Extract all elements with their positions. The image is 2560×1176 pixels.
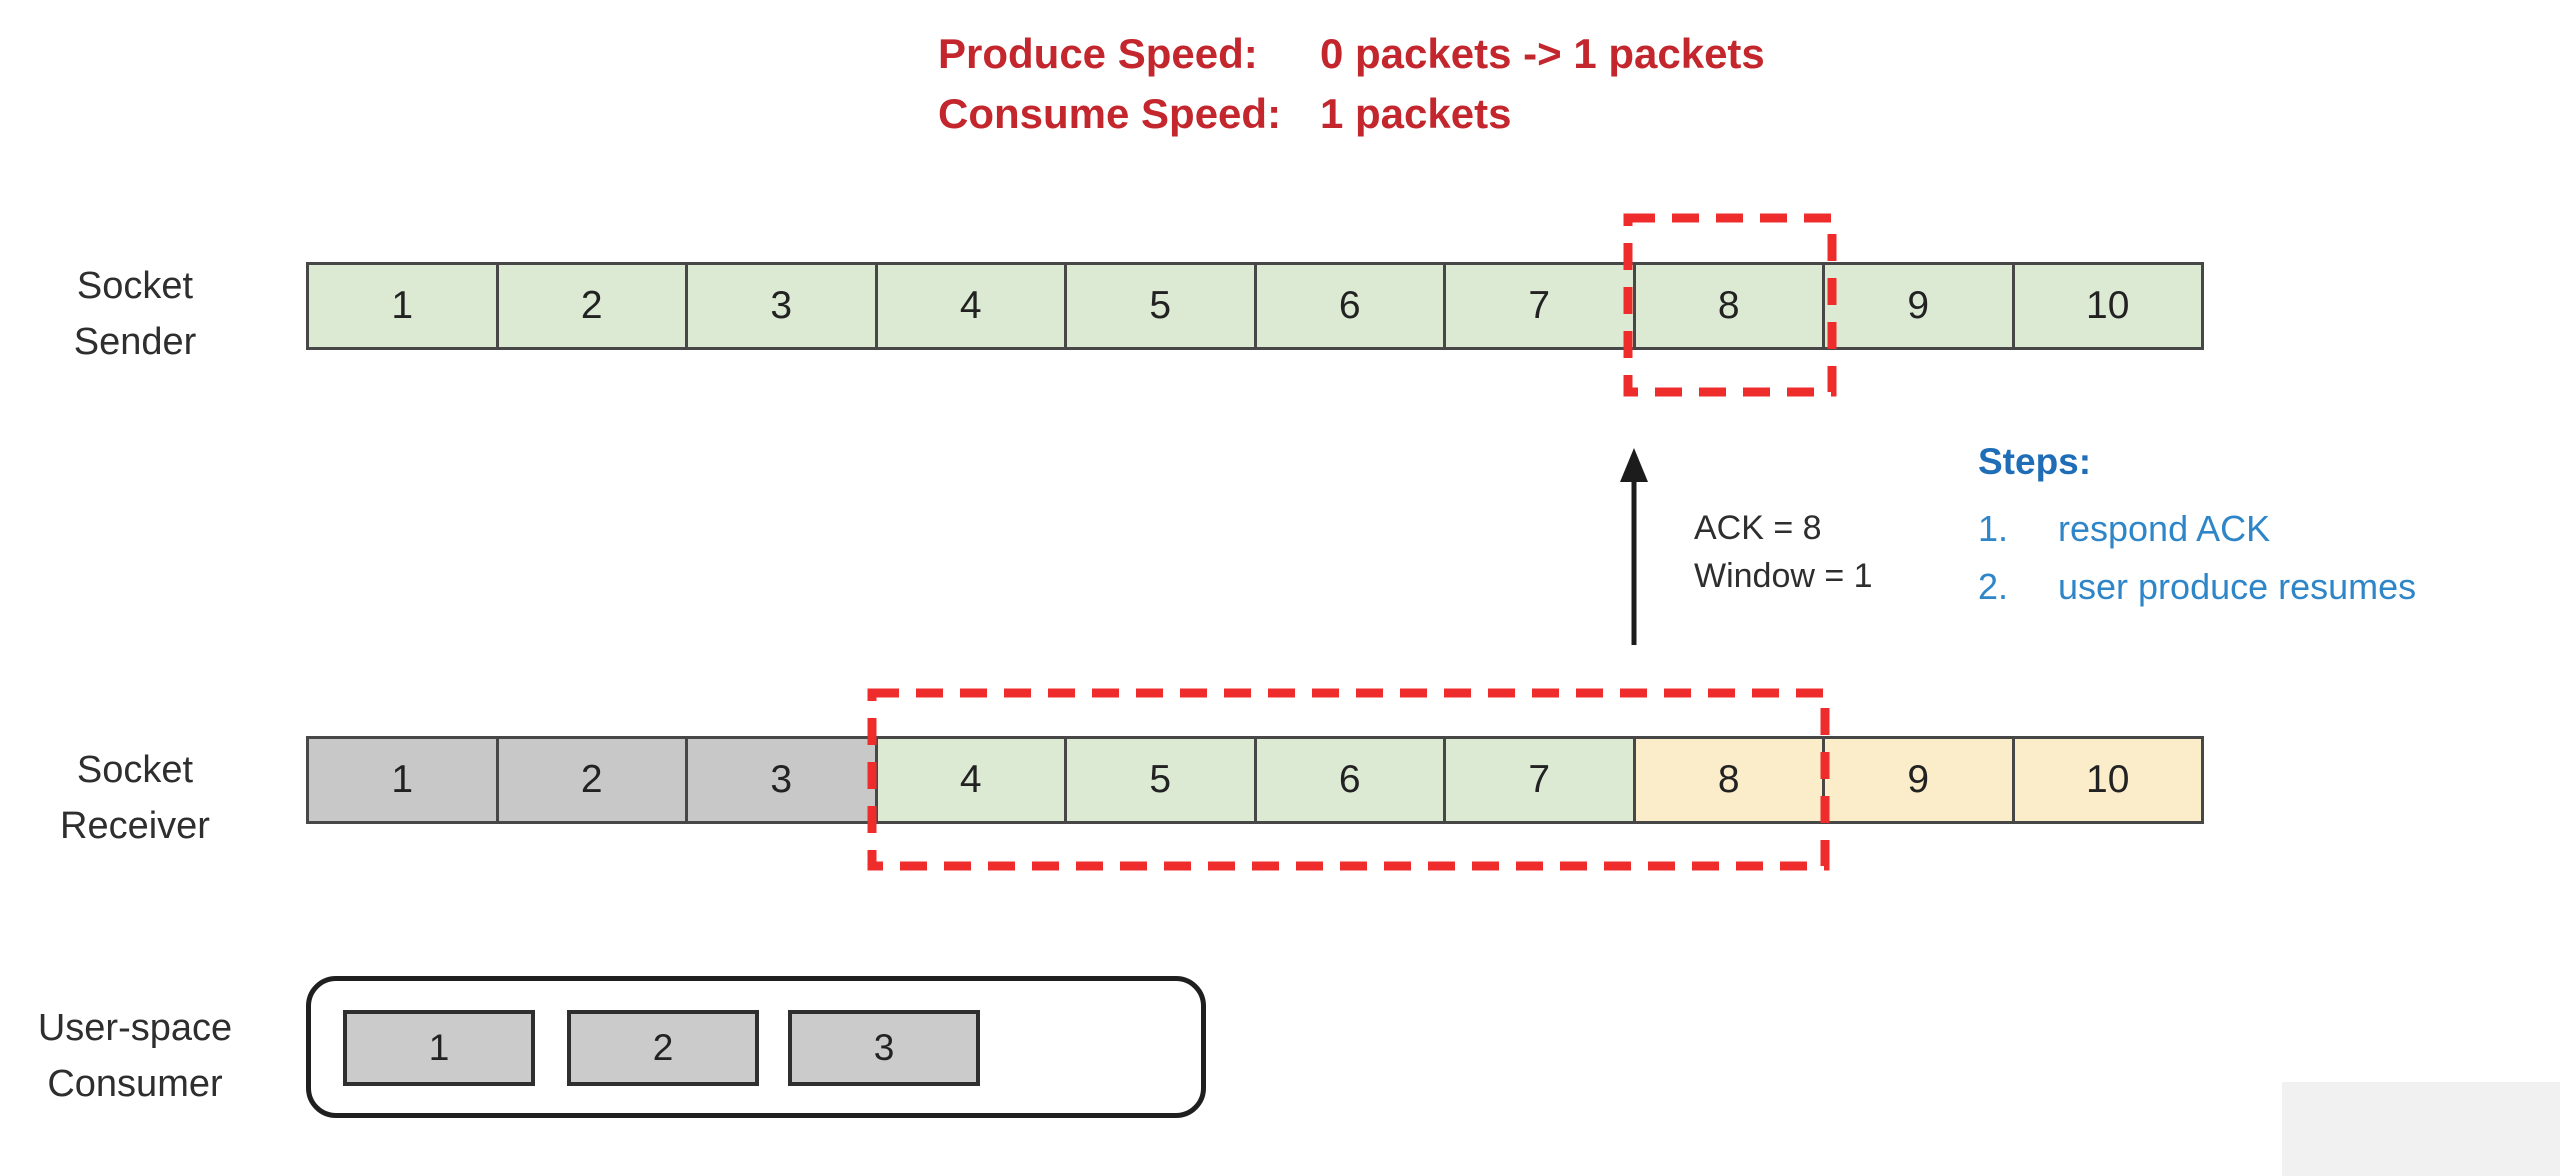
consumer-cell-3: 3 xyxy=(788,1010,980,1086)
buffer-cell-10: 10 xyxy=(2014,265,2201,347)
consumer-cell-1: 1 xyxy=(343,1010,535,1086)
buffer-cell-7: 7 xyxy=(1446,265,1636,347)
consume-speed-value: 1 packets xyxy=(1320,90,1512,137)
steps-item-1-number: 1. xyxy=(1978,508,2009,549)
socket-receiver-label-line1: Socket xyxy=(76,749,194,791)
corner-shade xyxy=(2282,1082,2560,1176)
ack-arrow-icon xyxy=(1620,448,1648,645)
buffer-cell-5: 5 xyxy=(1067,265,1257,347)
consumer-cell-2: 2 xyxy=(567,1010,759,1086)
consume-speed-row: Consume Speed: 1 packets xyxy=(938,84,1765,144)
produce-speed-row: Produce Speed: 0 packets -> 1 packets xyxy=(938,24,1765,84)
buffer-cell-4: 4 xyxy=(877,739,1067,821)
socket-receiver-label-line2: Receiver xyxy=(60,805,210,847)
steps-heading: Steps: xyxy=(1978,441,2092,482)
steps-block: Steps: 1. respond ACK 2. user produce re… xyxy=(1978,440,2416,616)
speed-annotation: Produce Speed: 0 packets -> 1 packets Co… xyxy=(938,24,1765,144)
buffer-cell-1: 1 xyxy=(309,265,499,347)
buffer-cell-6: 6 xyxy=(1256,739,1446,821)
steps-item-1: 1. respond ACK xyxy=(1978,500,2416,558)
buffer-cell-5: 5 xyxy=(1067,739,1257,821)
socket-receiver-label: Socket Receiver xyxy=(14,742,256,854)
buffer-cell-2: 2 xyxy=(498,739,688,821)
buffer-cell-2: 2 xyxy=(498,265,688,347)
user-space-consumer-label: User-space Consumer xyxy=(14,1000,256,1112)
socket-sender-label-line1: Socket xyxy=(76,265,194,307)
buffer-cell-8: 8 xyxy=(1635,739,1825,821)
buffer-cell-6: 6 xyxy=(1256,265,1446,347)
socket-sender-label-line2: Sender xyxy=(73,321,197,363)
ack-value: ACK = 8 xyxy=(1694,509,1822,547)
ack-annotation: ACK = 8 Window = 1 xyxy=(1694,504,1873,600)
steps-item-1-text: respond ACK xyxy=(2058,508,2271,549)
buffer-cell-8: 8 xyxy=(1635,265,1825,347)
produce-speed-label: Produce Speed: xyxy=(938,30,1258,77)
consume-speed-label: Consume Speed: xyxy=(938,90,1282,137)
user-space-consumer-label-line2: Consumer xyxy=(47,1063,223,1105)
buffer-cell-3: 3 xyxy=(688,739,878,821)
window-value: Window = 1 xyxy=(1694,557,1873,595)
steps-item-2: 2. user produce resumes xyxy=(1978,558,2416,616)
buffer-cell-10: 10 xyxy=(2014,739,2201,821)
buffer-cell-1: 1 xyxy=(309,739,499,821)
buffer-cell-3: 3 xyxy=(688,265,878,347)
steps-item-2-text: user produce resumes xyxy=(2058,566,2417,607)
user-space-consumer-label-line1: User-space xyxy=(37,1007,233,1049)
socket-sender-label: Socket Sender xyxy=(14,258,256,370)
steps-list: 1. respond ACK 2. user produce resumes xyxy=(1978,500,2416,616)
produce-speed-value: 0 packets -> 1 packets xyxy=(1320,30,1765,77)
buffer-cell-9: 9 xyxy=(1825,265,2015,347)
steps-item-2-number: 2. xyxy=(1978,566,2009,607)
buffer-cell-4: 4 xyxy=(877,265,1067,347)
buffer-cell-9: 9 xyxy=(1825,739,2015,821)
buffer-cell-7: 7 xyxy=(1446,739,1636,821)
